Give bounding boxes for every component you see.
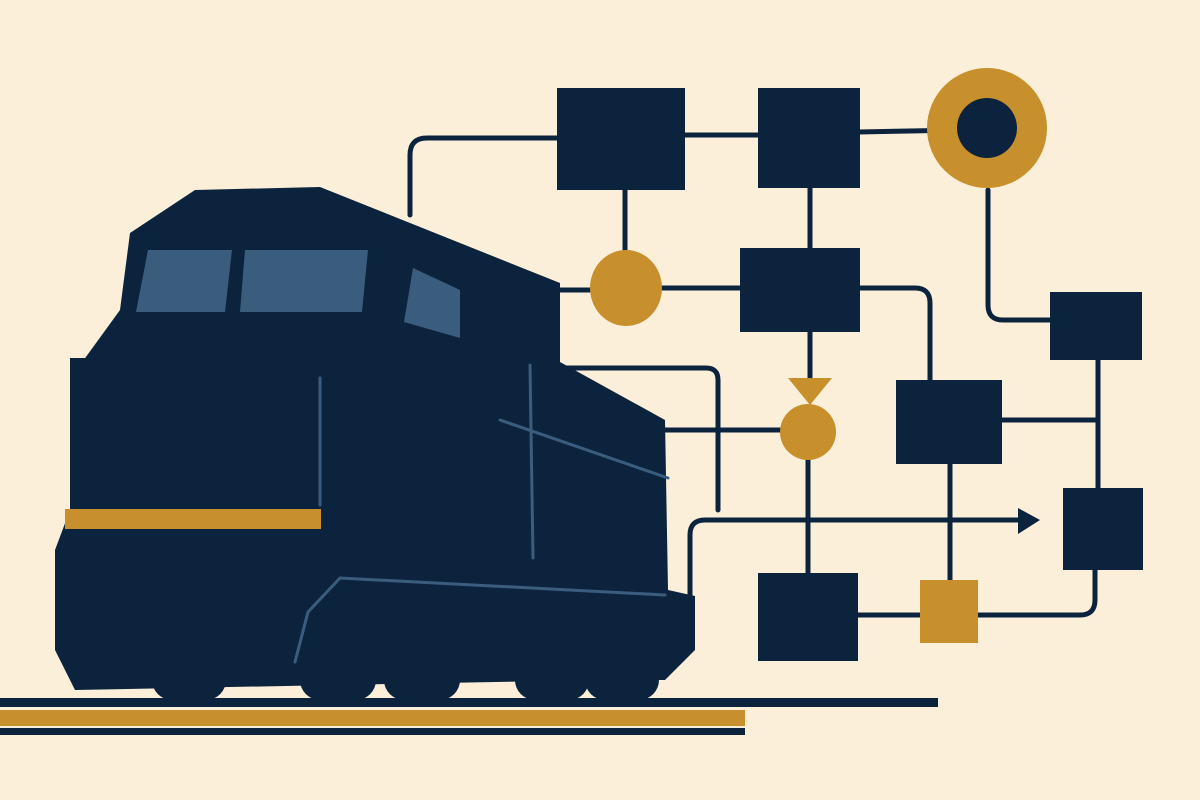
rail-bottom (0, 728, 745, 735)
rail-top (0, 698, 938, 707)
panel-line-skirt (293, 576, 667, 664)
node-circle-small-gold (780, 404, 836, 460)
node-box-top-1 (557, 88, 685, 190)
window-center (240, 250, 368, 312)
connector-top-left (407, 135, 563, 218)
node-ring-center (957, 98, 1017, 158)
connector-gold-square-right (975, 565, 1098, 618)
arrow-head-icon (1018, 508, 1040, 534)
network-connectors (407, 127, 1101, 618)
window-left (136, 250, 232, 312)
locomotive-stripe (65, 509, 321, 529)
connector-midbox-right (855, 285, 933, 385)
panel-line-vertical-door (528, 363, 535, 560)
rails (0, 698, 938, 735)
node-box-right-lower (1063, 488, 1143, 570)
node-box-top-2 (758, 88, 860, 188)
window-side (404, 268, 460, 338)
node-circle-gold (590, 250, 662, 326)
panel-line-diagonal (498, 418, 670, 480)
locomotive-body (55, 358, 695, 690)
connector-ring-down (985, 187, 1055, 323)
connector-arrow-line (687, 517, 1025, 601)
node-box-bottom (758, 573, 858, 661)
node-box-right-center (896, 380, 1002, 464)
node-box-right-top (1050, 292, 1142, 360)
network-nodes (557, 68, 1143, 661)
connector-loco-loop (562, 365, 721, 513)
node-box-middle (740, 248, 860, 332)
node-square-gold (920, 580, 978, 643)
locomotive-icon (55, 187, 695, 700)
node-triangle-gold (788, 378, 832, 405)
rail-gold (0, 710, 745, 726)
